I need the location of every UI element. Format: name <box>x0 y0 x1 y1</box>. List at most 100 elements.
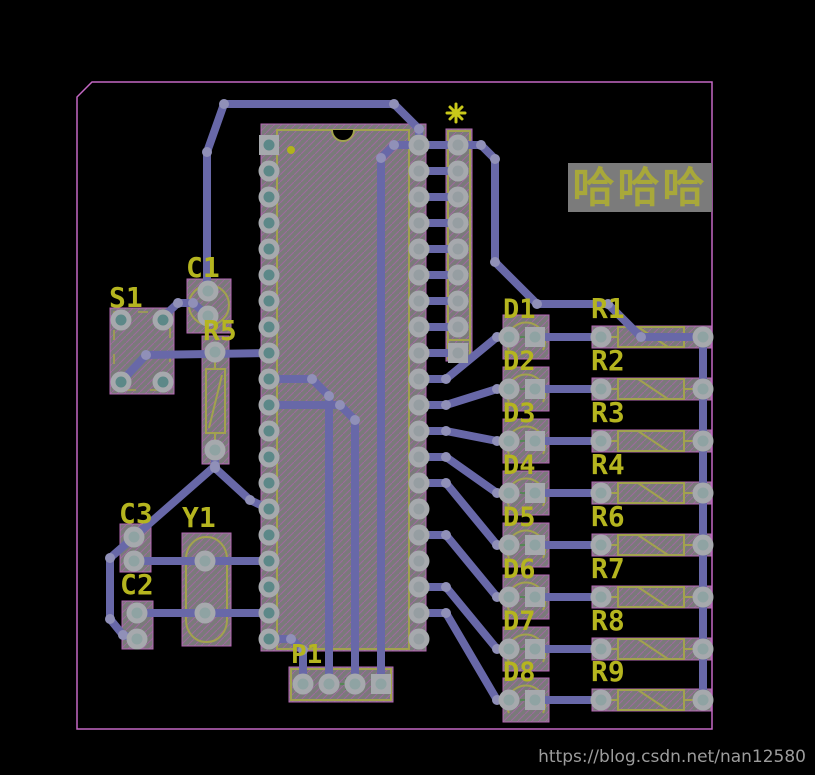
pad[interactable] <box>447 290 469 312</box>
pad[interactable] <box>525 535 545 555</box>
pad[interactable] <box>692 689 714 711</box>
pad[interactable] <box>408 576 430 598</box>
pad[interactable] <box>448 343 468 363</box>
designator-c1[interactable]: C1 <box>186 251 220 284</box>
pad[interactable] <box>590 534 612 556</box>
pad[interactable] <box>152 371 174 393</box>
pad[interactable] <box>590 638 612 660</box>
pad[interactable] <box>525 327 545 347</box>
pad[interactable] <box>408 238 430 260</box>
pad[interactable] <box>498 586 520 608</box>
pad[interactable] <box>408 212 430 234</box>
pads[interactable] <box>110 134 714 711</box>
designator-R6[interactable]: R6 <box>591 500 625 533</box>
pad[interactable] <box>447 238 469 260</box>
designator-c3[interactable]: C3 <box>119 497 153 530</box>
pad[interactable] <box>126 602 148 624</box>
pad[interactable] <box>318 673 340 695</box>
designator-D1[interactable]: D1 <box>503 294 536 325</box>
pad[interactable] <box>525 431 545 451</box>
pad[interactable] <box>692 378 714 400</box>
pad[interactable] <box>447 264 469 286</box>
designator-D6[interactable]: D6 <box>503 554 536 585</box>
component-y1[interactable] <box>181 532 232 647</box>
designator-R4[interactable]: R4 <box>591 448 625 481</box>
pad[interactable] <box>447 160 469 182</box>
pad[interactable] <box>258 342 280 364</box>
pad[interactable] <box>692 586 714 608</box>
pad[interactable] <box>194 550 216 572</box>
pad[interactable] <box>258 264 280 286</box>
pad[interactable] <box>344 673 366 695</box>
designator-R9[interactable]: R9 <box>591 655 625 688</box>
pad[interactable] <box>498 534 520 556</box>
pad[interactable] <box>408 160 430 182</box>
pad[interactable] <box>408 446 430 468</box>
pad[interactable] <box>258 446 280 468</box>
pad[interactable] <box>498 378 520 400</box>
pad[interactable] <box>447 316 469 338</box>
pad[interactable] <box>258 160 280 182</box>
pad[interactable] <box>408 394 430 416</box>
pad[interactable] <box>197 280 219 302</box>
component-ic[interactable] <box>260 123 427 652</box>
pad[interactable] <box>408 342 430 364</box>
pad[interactable] <box>152 309 174 331</box>
pad[interactable] <box>110 309 132 331</box>
pad[interactable] <box>498 638 520 660</box>
designator-p1[interactable]: P1 <box>291 640 322 670</box>
pad[interactable] <box>258 576 280 598</box>
pad[interactable] <box>258 498 280 520</box>
pad[interactable] <box>408 472 430 494</box>
designator-D7[interactable]: D7 <box>503 606 536 637</box>
pad[interactable] <box>194 602 216 624</box>
pad[interactable] <box>590 326 612 348</box>
pad[interactable] <box>408 186 430 208</box>
pad[interactable] <box>204 439 226 461</box>
pad[interactable] <box>498 689 520 711</box>
pad[interactable] <box>258 602 280 624</box>
pad[interactable] <box>447 134 469 156</box>
pad[interactable] <box>692 326 714 348</box>
pad[interactable] <box>408 290 430 312</box>
pad[interactable] <box>371 674 391 694</box>
pad[interactable] <box>692 638 714 660</box>
pad[interactable] <box>258 420 280 442</box>
pad[interactable] <box>258 628 280 650</box>
pad[interactable] <box>258 394 280 416</box>
pad[interactable] <box>123 526 145 548</box>
designator-s1[interactable]: S1 <box>109 281 143 314</box>
pad[interactable] <box>525 379 545 399</box>
pad[interactable] <box>258 524 280 546</box>
pad[interactable] <box>692 534 714 556</box>
silk-text-block[interactable]: 哈哈哈 <box>568 163 712 212</box>
pad[interactable] <box>408 628 430 650</box>
pad[interactable] <box>408 524 430 546</box>
origin-asterisk-icon[interactable] <box>445 102 467 124</box>
pad[interactable] <box>258 316 280 338</box>
pad[interactable] <box>525 639 545 659</box>
designator-D4[interactable]: D4 <box>503 450 536 481</box>
pad[interactable] <box>110 371 132 393</box>
designator-R3[interactable]: R3 <box>591 396 625 429</box>
designator-D2[interactable]: D2 <box>503 346 536 377</box>
pad[interactable] <box>258 186 280 208</box>
pad[interactable] <box>258 368 280 390</box>
pad[interactable] <box>123 550 145 572</box>
designator-R1[interactable]: R1 <box>591 292 625 325</box>
pad[interactable] <box>692 482 714 504</box>
component-res-R4[interactable] <box>591 481 712 505</box>
pad[interactable] <box>525 587 545 607</box>
pad[interactable] <box>590 482 612 504</box>
designator-R8[interactable]: R8 <box>591 604 625 637</box>
pad[interactable] <box>258 212 280 234</box>
designator-D3[interactable]: D3 <box>503 398 536 429</box>
pad[interactable] <box>498 430 520 452</box>
pad[interactable] <box>408 316 430 338</box>
pad[interactable] <box>408 264 430 286</box>
pad[interactable] <box>408 498 430 520</box>
designator-R2[interactable]: R2 <box>591 344 625 377</box>
pad[interactable] <box>258 472 280 494</box>
pad[interactable] <box>590 586 612 608</box>
